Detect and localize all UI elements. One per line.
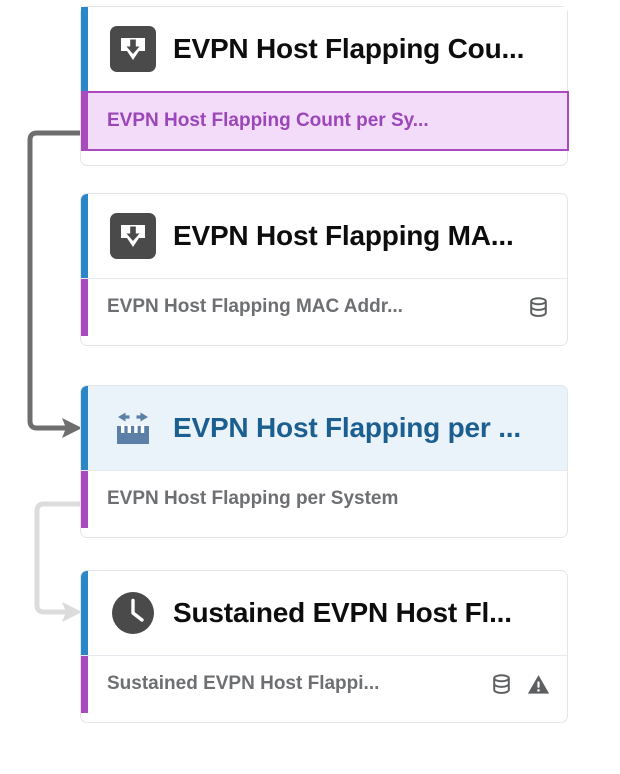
card-title: Sustained EVPN Host Fl... (173, 598, 512, 628)
card-footer-label: EVPN Host Flapping Count per Sy... (107, 110, 429, 131)
download-box-icon (107, 210, 159, 262)
database-icon (526, 295, 551, 320)
header-accent-stripe (81, 571, 88, 655)
node-card[interactable]: EVPN Host Flapping MA... EVPN Host Flapp… (80, 193, 568, 346)
card-footer-tags (475, 672, 551, 697)
card-footer[interactable]: EVPN Host Flapping per System (81, 470, 567, 528)
card-footer[interactable]: Sustained EVPN Host Flappi... (81, 655, 567, 713)
warning-triangle-icon (526, 672, 551, 697)
card-header[interactable]: Sustained EVPN Host Fl... (81, 571, 567, 655)
footer-accent-stripe (81, 279, 88, 336)
node-card[interactable]: Sustained EVPN Host Fl... Sustained EVPN… (80, 570, 568, 723)
header-accent-stripe (81, 7, 88, 91)
header-accent-stripe (81, 194, 88, 278)
node-card[interactable]: EVPN Host Flapping per ... EVPN Host Fla… (80, 385, 568, 538)
card-title: EVPN Host Flapping per ... (173, 413, 521, 443)
card-footer-label: EVPN Host Flapping MAC Addr... (107, 297, 403, 318)
footer-accent-stripe (81, 93, 88, 149)
footer-accent-stripe (81, 656, 88, 713)
footer-accent-stripe (81, 471, 88, 528)
card-footer-label: Sustained EVPN Host Flappi... (107, 674, 380, 695)
clock-icon (107, 587, 159, 639)
card-header[interactable]: EVPN Host Flapping MA... (81, 194, 567, 278)
download-box-icon (107, 23, 159, 75)
header-accent-stripe (81, 386, 88, 470)
card-header[interactable]: EVPN Host Flapping per ... (81, 386, 567, 470)
card-title: EVPN Host Flapping Cou... (173, 34, 525, 64)
card-footer-tags (512, 295, 551, 320)
card-header[interactable]: EVPN Host Flapping Cou... (81, 7, 567, 91)
node-card[interactable]: EVPN Host Flapping Cou... EVPN Host Flap… (80, 6, 569, 166)
card-footer[interactable]: EVPN Host Flapping Count per Sy... (81, 91, 569, 151)
card-footer-label: EVPN Host Flapping per System (107, 489, 399, 510)
database-icon (489, 672, 514, 697)
card-footer[interactable]: EVPN Host Flapping MAC Addr... (81, 278, 567, 336)
card-title: EVPN Host Flapping MA... (173, 221, 514, 251)
flapping-interface-icon (107, 402, 159, 454)
